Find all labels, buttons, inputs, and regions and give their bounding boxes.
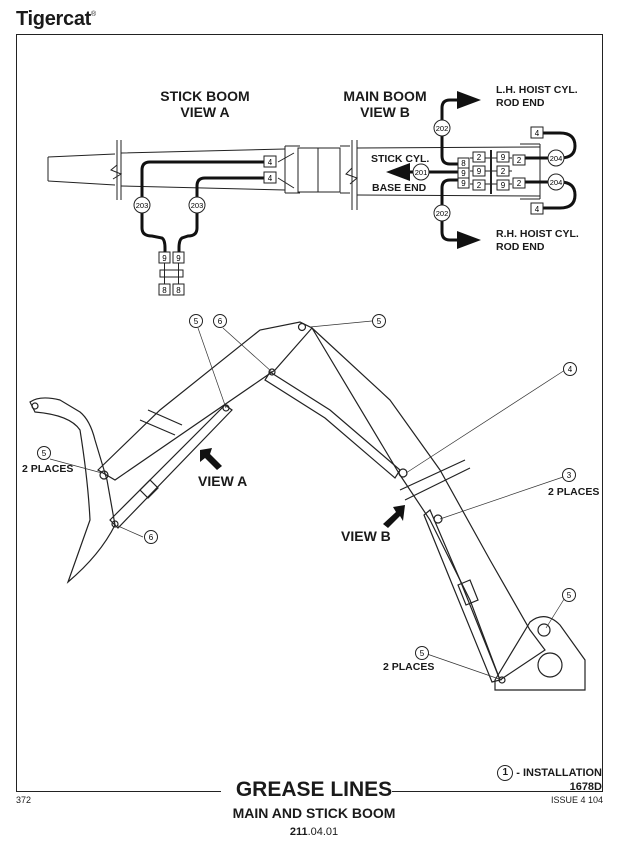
drawing-frame (16, 34, 603, 792)
leader-lines (49, 320, 567, 681)
callout-6-bottom: 6 (149, 533, 154, 542)
stick-hose-label-1: 203 (136, 201, 149, 210)
boom-callouts: 5 6 5 5 6 4 3 5 5 (37, 314, 577, 660)
lh-hoist-line1: L.H. HOIST CYL. (496, 84, 578, 96)
block-mid-left-1: 2 (477, 153, 482, 162)
installation-callout: 1 (497, 765, 514, 781)
registered-mark: ® (91, 11, 96, 18)
stick-hoses (140, 160, 265, 253)
hose-202-upper: 202 (436, 124, 449, 133)
callout-5-top: 5 (194, 317, 199, 326)
hose-202-lower: 202 (436, 209, 449, 218)
stick-fitting-9b: 9 (176, 254, 181, 263)
rh-hoist-line2: ROD END (496, 241, 545, 253)
heel-rack (29, 397, 116, 584)
lh-hoist-line2: ROD END (496, 97, 545, 109)
main-box-top: 4 (535, 129, 540, 138)
stick-boom-title-2: VIEW A (180, 104, 230, 120)
main-boom (311, 327, 546, 681)
stick-cyl-label: STICK CYL. (371, 153, 430, 165)
stick-fitting-9a: 9 (162, 254, 167, 263)
model-number: 1678D (569, 781, 602, 793)
section-bold: 211 (289, 826, 308, 838)
stick-boom-view (47, 140, 350, 200)
callout-5-bottom: 5 (420, 649, 425, 658)
block-right-1: 2 (517, 156, 522, 165)
boom-base (494, 616, 586, 691)
frame-bottom-left (16, 791, 221, 792)
main-boom-title-1: MAIN BOOM (343, 88, 427, 104)
rh-hoist-label: R.H. HOIST CYL. ROD END (496, 228, 579, 254)
block-right-2: 2 (517, 179, 522, 188)
view-arrows (200, 448, 405, 528)
block-mid-right-1: 9 (501, 153, 506, 162)
hose-204-lower: 204 (550, 178, 563, 187)
callout-6-top: 6 (218, 317, 223, 326)
main-boom-view-title: MAIN BOOM VIEW B (330, 88, 440, 120)
installation-label: - INSTALLATION (516, 766, 602, 779)
view-a-label: VIEW A (198, 473, 248, 489)
page-subtitle: MAIN AND STICK BOOM (232, 805, 396, 821)
stick-box-lower-label: 4 (268, 174, 273, 183)
stick-box-upper (263, 155, 277, 168)
block-mid-left-3: 2 (477, 181, 482, 190)
issue-number: ISSUE 4 104 (550, 795, 603, 805)
page-number: 372 (16, 795, 32, 805)
brand-logo: Tigercat® (16, 8, 96, 31)
installation-note: 1- INSTALLATION 1678D (497, 765, 602, 793)
stick-fitting-8a: 8 (162, 286, 167, 295)
stick-hose-label-2: 203 (191, 201, 204, 210)
main-boom-title-2: VIEW B (360, 104, 410, 120)
c3-2-places: 2 PLACES (548, 486, 600, 498)
rh-hoist-line1: R.H. HOIST CYL. (496, 228, 579, 240)
callout-5-apex: 5 (377, 317, 382, 326)
page-title: GREASE LINES (235, 778, 393, 801)
stick-fittings: 4 4 203 203 9 9 8 8 (133, 155, 277, 296)
section-number: 211.04.01 (0, 826, 628, 838)
stick-box-lower (263, 171, 277, 184)
block-mid-right-3: 9 (501, 181, 506, 190)
section-rest: .04.01 (307, 826, 339, 838)
base-end-label: BASE END (372, 182, 427, 194)
stick-hose-callout-1 (133, 196, 151, 214)
callout-5-left: 5 (42, 449, 47, 458)
boom-assembly (29, 321, 586, 691)
block-left-2: 9 (461, 169, 466, 178)
hose-204-upper: 204 (550, 154, 563, 163)
stick-boom-view-title: STICK BOOM VIEW A (150, 88, 260, 120)
callout-4: 4 (568, 365, 573, 374)
hoist-cylinder (423, 509, 501, 683)
callout-5-base: 5 (567, 591, 572, 600)
view-a-arrow (200, 448, 222, 470)
bottom-2-places: 2 PLACES (383, 661, 435, 673)
stick-boom-title-1: STICK BOOM (160, 88, 250, 104)
left-2-places: 2 PLACES (22, 463, 74, 475)
stick-boom (97, 321, 313, 481)
block-mid-left-2: 9 (477, 167, 482, 176)
view-b-label: VIEW B (341, 528, 391, 544)
callout-3: 3 (567, 471, 572, 480)
frame-bottom-right (392, 791, 603, 792)
main-box-bottom: 4 (535, 205, 540, 214)
view-b-arrow (383, 505, 405, 528)
main-fittings: 8 9 9 2 9 2 9 2 9 2 2 4 4 202 202 201 20… (412, 119, 565, 222)
block-left-1: 8 (461, 159, 466, 168)
block-mid-right-2: 2 (501, 167, 506, 176)
brand-name: Tigercat (16, 8, 92, 30)
hose-201: 201 (415, 168, 428, 177)
stick-box-upper-label: 4 (268, 158, 273, 167)
main-boom-view (345, 140, 541, 210)
stick-fitting-8b: 8 (176, 286, 181, 295)
block-left-3: 9 (461, 179, 466, 188)
lh-hoist-label: L.H. HOIST CYL. ROD END (496, 84, 578, 110)
stick-cylinder (109, 404, 233, 529)
stick-hose-callout-2 (188, 196, 206, 214)
manifold-bar (159, 269, 184, 278)
